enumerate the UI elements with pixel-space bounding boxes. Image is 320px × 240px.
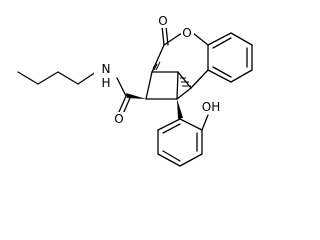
lactone-ring (151, 32, 209, 100)
cyclobutane-ring (145, 71, 179, 100)
amide-oxygen-label: O (114, 112, 123, 126)
ring-oxygen-label: O (182, 26, 191, 40)
hydroxyphenyl-ring (157, 114, 209, 167)
lactone-carbonyl-bond (161, 25, 169, 46)
stereo-wedges (126, 61, 191, 119)
amide-nitrogen-label: N (102, 62, 111, 76)
amide-group (116, 77, 131, 115)
chemical-structure: O O N H O OH (17, 14, 253, 167)
atom-labels: O O N H O OH (94, 14, 222, 126)
phenol-hydroxyl-label: OH (202, 100, 220, 114)
lactone-carbonyl-oxygen-label: O (158, 14, 167, 28)
amide-nh-hydrogen-label: H (101, 76, 110, 90)
butyl-chain (17, 71, 97, 85)
benzo-ring (207, 32, 253, 83)
